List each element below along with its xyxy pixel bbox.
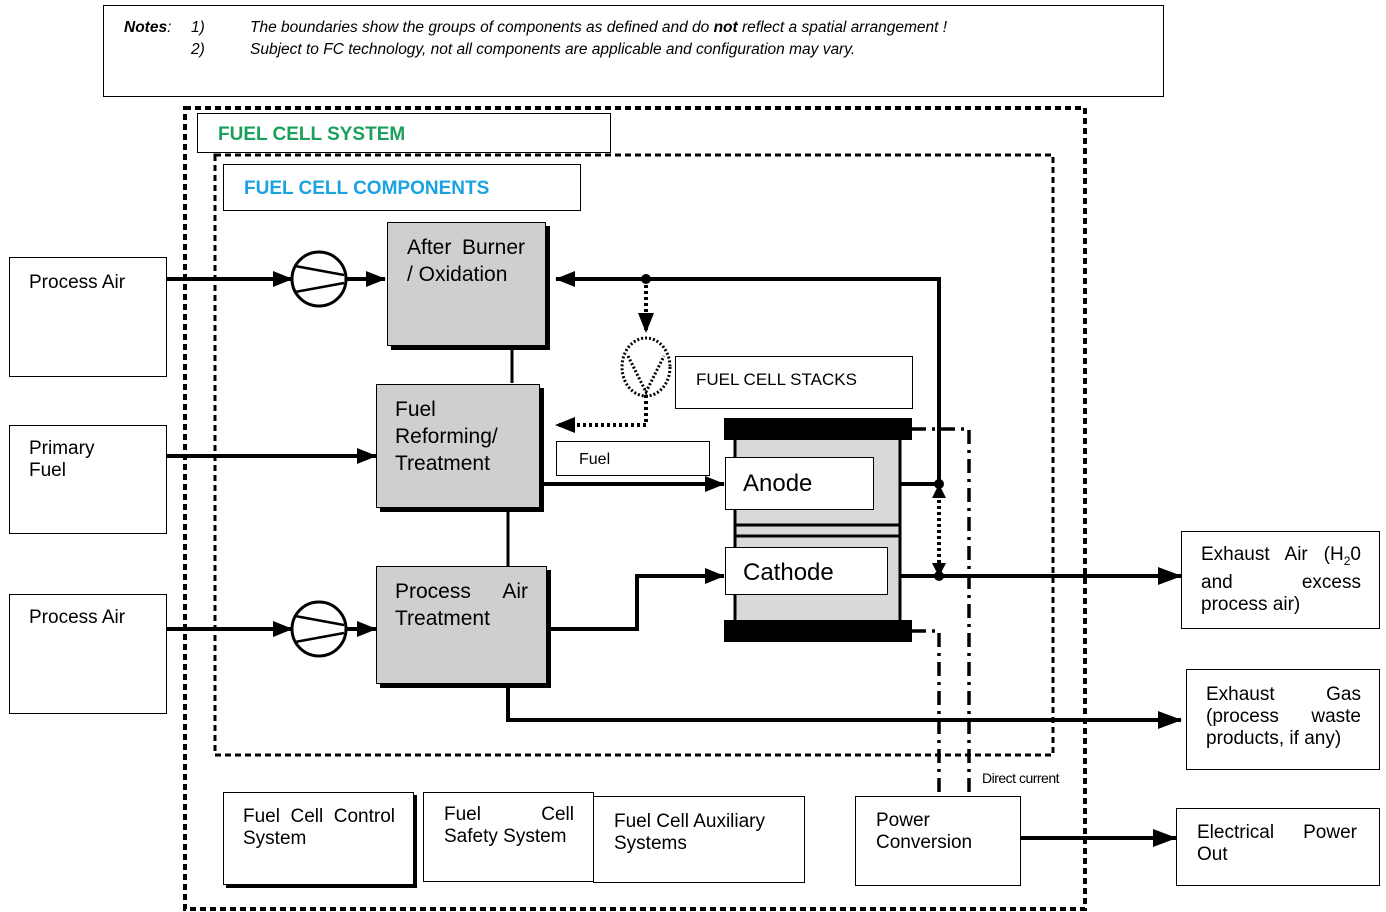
stack-bottom-plate (724, 620, 912, 642)
recirculation-blower (620, 336, 672, 398)
process-air-treatment-label: Process Air Treatment (395, 580, 528, 630)
fuel-reforming-box: Fuel Reforming/ Treatment (376, 384, 540, 508)
exhaust-air-box: Exhaust Air (H20 and excess process air) (1181, 531, 1380, 629)
process-air-bottom-box: Process Air (9, 594, 167, 714)
direct-current-label: Direct current (982, 770, 1060, 786)
electrical-power-label: Electrical Power Out (1197, 822, 1357, 865)
cathode-box: Cathode (725, 547, 888, 595)
exhaust-gas-line (506, 686, 1182, 729)
control-system-box: Fuel Cell Control System (223, 792, 414, 885)
auxiliary-systems-label: Fuel Cell Auxiliary Systems (614, 811, 765, 854)
process-air-bottom-label: Process Air (29, 607, 126, 628)
compressor-top (290, 250, 348, 308)
control-system-label: Fuel Cell Control System (243, 806, 395, 849)
fuel-cell-system-title: FUEL CELL SYSTEM (218, 124, 406, 145)
note-1-number: 1) (191, 19, 205, 36)
dc-line-bottom (912, 629, 941, 796)
safety-system-box: Fuel Cell Safety System (423, 792, 594, 882)
exhaust-gas-label: Exhaust Gas (process waste products, if … (1206, 684, 1361, 749)
recirculation-to-reformer-line (555, 395, 648, 433)
note-1-text: The boundaries show the groups of compon… (250, 19, 948, 36)
auxiliary-systems-box: Fuel Cell Auxiliary Systems (593, 796, 805, 883)
stack-top-plate (724, 418, 912, 440)
primary-fuel-box: Primary Fuel (9, 425, 167, 534)
fuel-reforming-label: Fuel Reforming/ Treatment (395, 398, 498, 475)
primary-fuel-label: Primary Fuel (29, 438, 95, 481)
cathode-label: Cathode (743, 559, 834, 586)
after-burner-box: After Burner / Oxidation (387, 222, 546, 346)
process-air-top-box: Process Air (9, 257, 167, 377)
anode-label: Anode (743, 470, 813, 497)
fuel-label-box: Fuel (556, 441, 710, 476)
notes-label: Notes (124, 19, 168, 36)
fuel-cell-components-title-box: FUEL CELL COMPONENTS (223, 164, 581, 211)
process-air-treatment-box: Process Air Treatment (376, 566, 547, 684)
exhaust-air-label: Exhaust Air (H20 and excess process air) (1201, 544, 1361, 615)
dc-line-top (912, 427, 971, 796)
safety-system-label: Fuel Cell Safety System (444, 804, 574, 847)
fuel-cell-system-boundary (183, 106, 1087, 911)
process-air-top-label: Process Air (29, 272, 126, 293)
anode-exhaust-loop (555, 271, 941, 486)
fuel-cell-system-title-box: FUEL CELL SYSTEM (197, 113, 611, 153)
anode-box: Anode (725, 457, 874, 510)
power-conversion-box: Power Conversion (855, 796, 1021, 886)
fuel-cell-components-title: FUEL CELL COMPONENTS (244, 178, 490, 199)
exhaust-gas-box: Exhaust Gas (process waste products, if … (1186, 669, 1380, 770)
electrical-power-box: Electrical Power Out (1176, 808, 1380, 886)
after-burner-label: After Burner / Oxidation (407, 236, 525, 286)
fuel-cell-stacks-title-box: FUEL CELL STACKS (675, 356, 913, 409)
compressor-bottom (290, 600, 348, 658)
power-conversion-label: Power Conversion (876, 810, 973, 853)
note-2-text: Subject to FC technology, not all compon… (250, 41, 856, 58)
fuel-label: Fuel (579, 451, 611, 468)
note-2-number: 2) (191, 41, 205, 58)
air-to-cathode-line (547, 568, 725, 631)
notes-box: Notes: 1) 2) The boundaries show the gro… (103, 5, 1164, 97)
fuel-cell-stacks-title: FUEL CELL STACKS (696, 370, 857, 389)
